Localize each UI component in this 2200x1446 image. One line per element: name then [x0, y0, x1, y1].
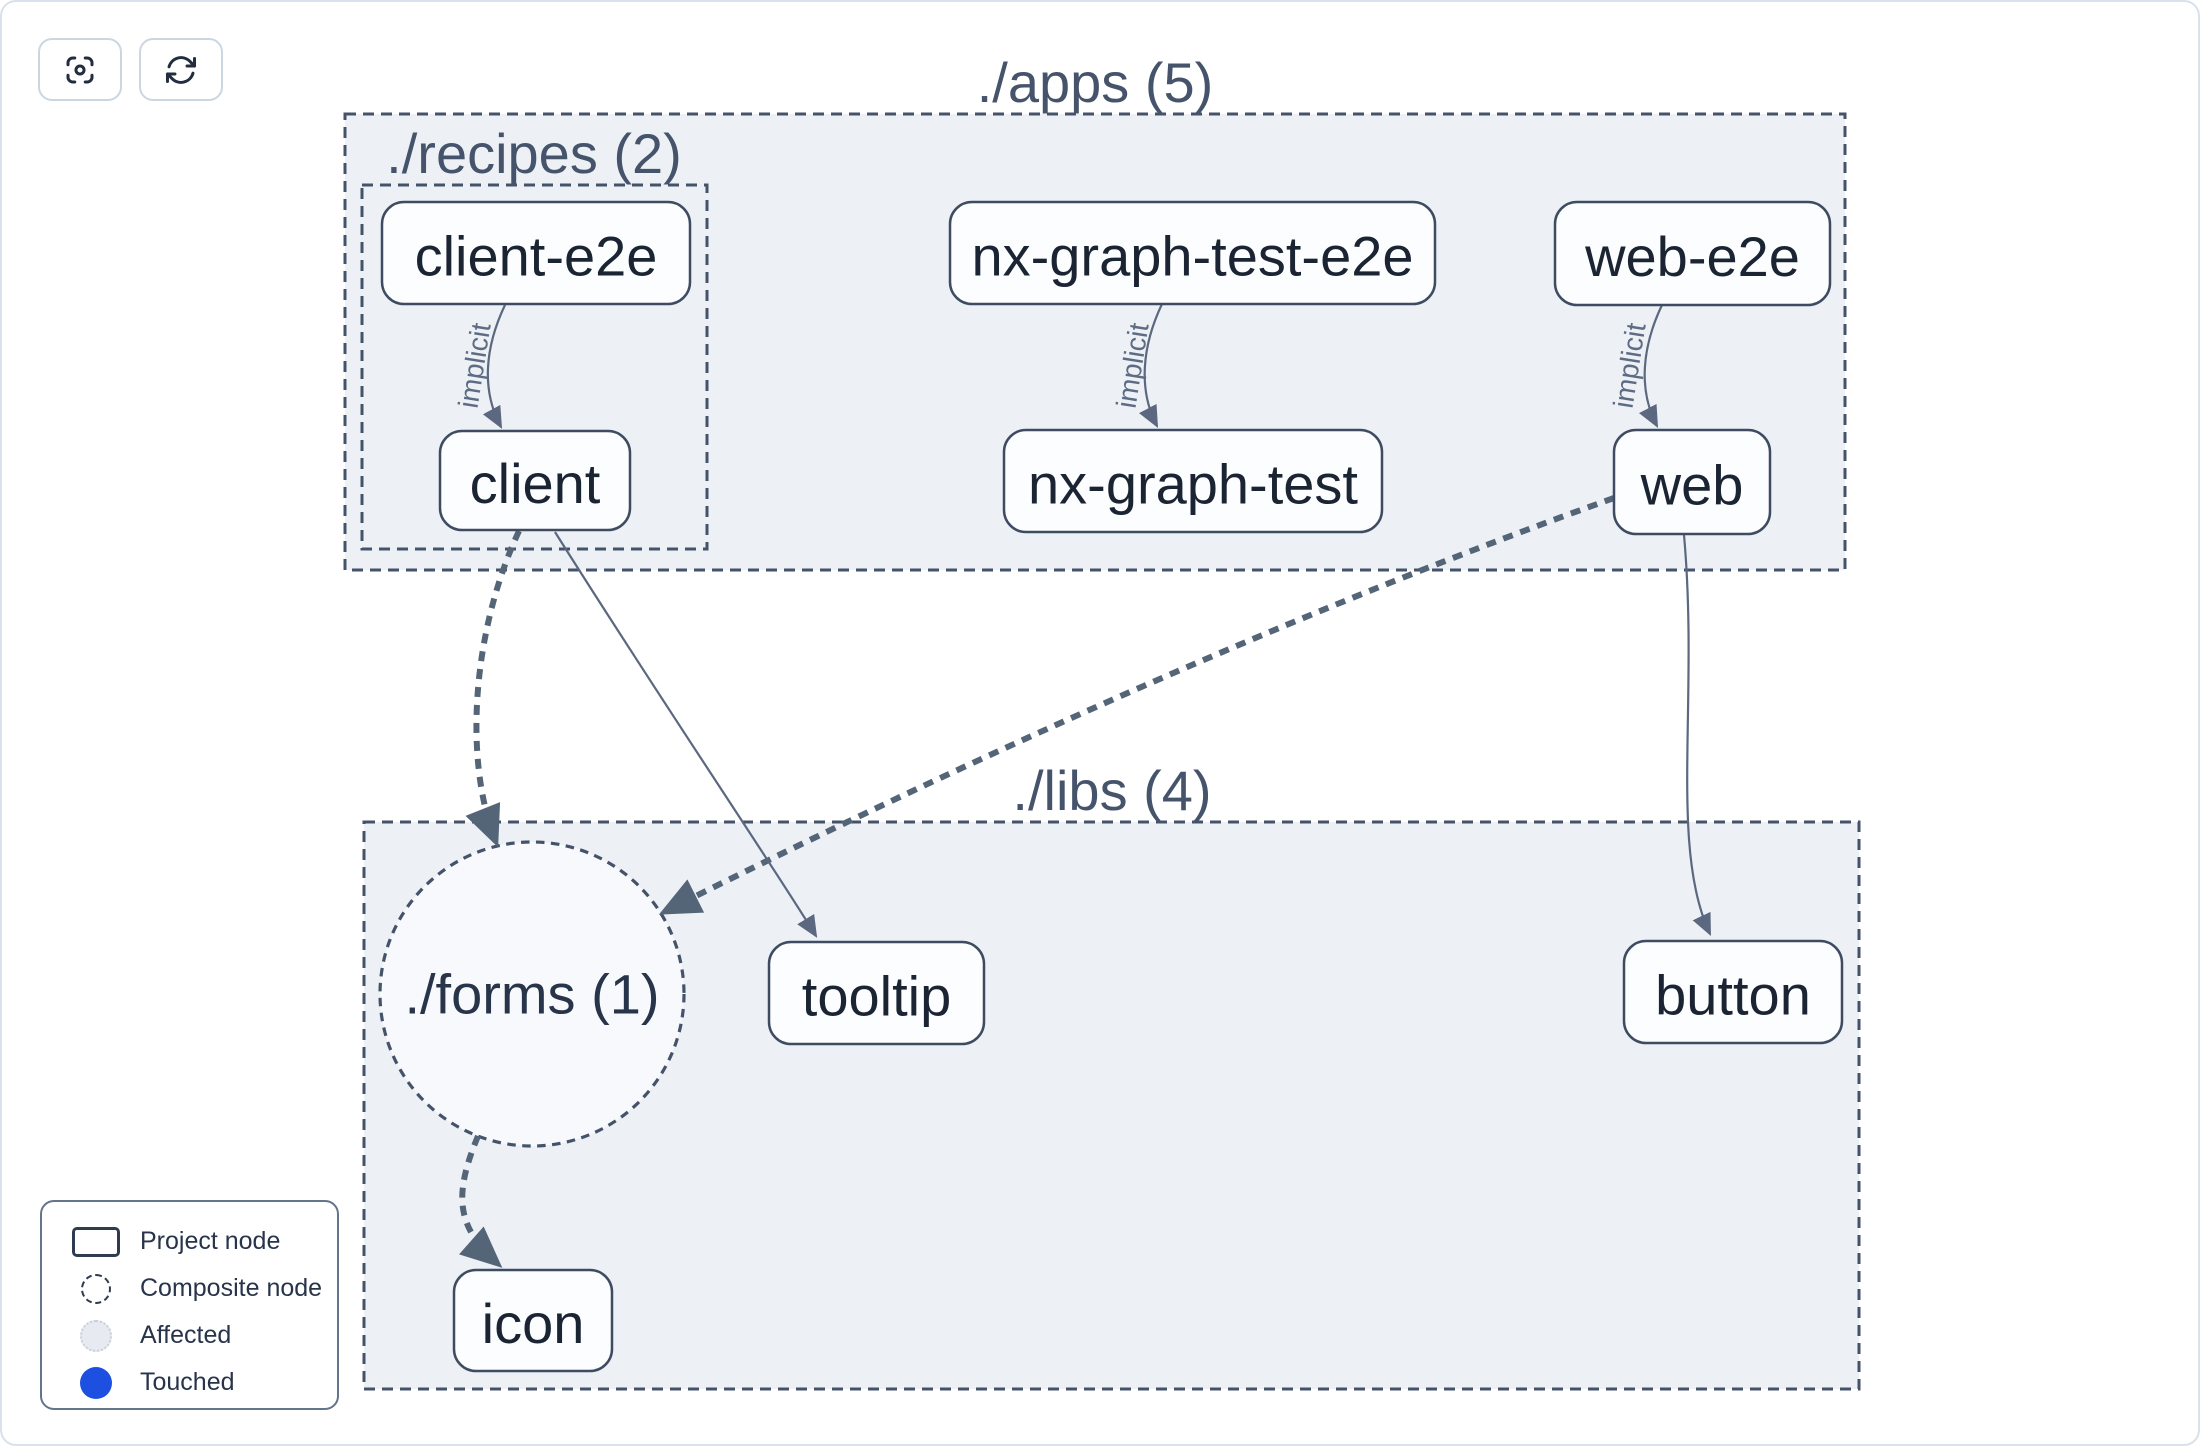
node-nx-graph-test-e2e[interactable]: nx-graph-test-e2e — [948, 200, 1437, 306]
legend-label: Composite node — [140, 1274, 323, 1302]
node-rect[interactable] — [1553, 200, 1832, 307]
node-rect[interactable] — [380, 200, 692, 306]
focus-button[interactable] — [38, 38, 122, 101]
node-label: client-e2e — [415, 225, 658, 288]
section-label-apps[interactable]: ./apps (5) — [977, 51, 1214, 114]
composite-node-forms[interactable] — [378, 840, 686, 1148]
edge-client--forms — [465, 529, 522, 848]
node-icon[interactable]: icon — [452, 1268, 614, 1373]
edge-forms--icon — [459, 1134, 503, 1268]
node-client-e2e[interactable]: client-e2e — [380, 200, 692, 306]
affected-swatch — [64, 1319, 128, 1352]
node-tooltip[interactable]: tooltip — [767, 940, 986, 1046]
legend: Project node Composite node Affected Tou… — [40, 1200, 339, 1410]
legend-row-project: Project node — [64, 1218, 337, 1265]
node-button[interactable]: button — [1622, 939, 1844, 1045]
node-nx-graph-test[interactable]: nx-graph-test — [1002, 428, 1384, 534]
focus-icon — [66, 56, 94, 83]
legend-label: Touched — [140, 1368, 235, 1396]
node-rect[interactable] — [1622, 939, 1844, 1045]
edge-web-e2e--web — [1639, 304, 1663, 428]
node-label: nx-graph-test — [1028, 453, 1358, 516]
edge-client-e2e--client — [482, 304, 506, 429]
section-label-recipes[interactable]: ./recipes (2) — [386, 122, 682, 185]
node-web-e2e[interactable]: web-e2e — [1553, 200, 1832, 307]
node-rect[interactable] — [438, 429, 632, 532]
composite-circle[interactable] — [378, 840, 686, 1148]
legend-row-composite: Composite node — [64, 1265, 337, 1312]
edge-client--tooltip — [554, 531, 818, 938]
node-rect[interactable] — [452, 1268, 614, 1373]
touched-swatch — [64, 1366, 128, 1399]
composite-node-swatch — [64, 1273, 128, 1304]
composite-label-forms[interactable]: ./forms (1) — [404, 963, 659, 1026]
toolbar — [38, 38, 223, 101]
refresh-button[interactable] — [139, 38, 223, 101]
node-label: tooltip — [802, 965, 951, 1028]
section-label-libs[interactable]: ./libs (4) — [1012, 759, 1211, 822]
legend-row-affected: Affected — [64, 1312, 337, 1359]
node-web[interactable]: web — [1612, 428, 1772, 536]
legend-label: Project node — [140, 1227, 281, 1255]
refresh-icon — [165, 55, 197, 84]
node-label: web — [1640, 454, 1744, 517]
edge-nx-graph-test-e2e--nx-graph-test — [1139, 303, 1163, 428]
node-rect[interactable] — [1002, 428, 1384, 534]
legend-label: Affected — [140, 1321, 232, 1349]
node-label: web-e2e — [1584, 225, 1800, 288]
node-label: icon — [482, 1292, 585, 1355]
node-rect[interactable] — [1612, 428, 1772, 536]
node-label: nx-graph-test-e2e — [971, 225, 1413, 288]
node-label: client — [470, 452, 601, 515]
edge-web--button — [1682, 534, 1711, 936]
node-rect[interactable] — [767, 940, 986, 1046]
node-label: button — [1655, 964, 1811, 1027]
project-node-swatch — [64, 1226, 128, 1257]
node-client[interactable]: client — [438, 429, 632, 532]
legend-row-touched: Touched — [64, 1359, 337, 1406]
node-rect[interactable] — [948, 200, 1437, 306]
